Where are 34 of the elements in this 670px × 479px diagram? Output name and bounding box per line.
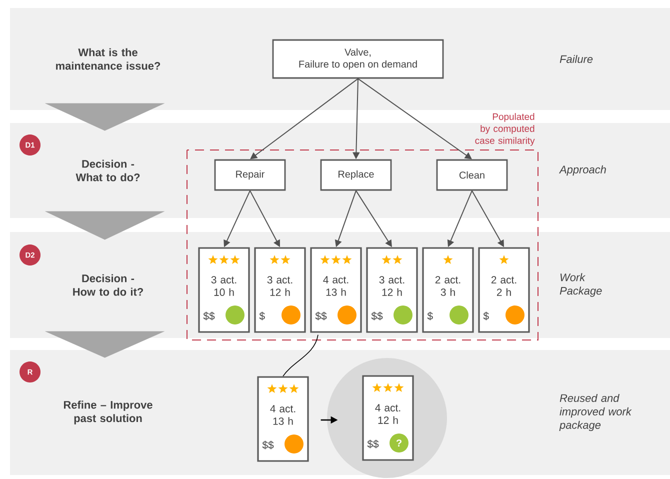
cost-label: $$ [367,440,379,448]
step-question: Refine – Improve past solution [64,400,152,424]
card-text: 4 act. 13 h [323,276,348,296]
process-box: Clean [436,159,508,191]
cost-label: $$ [203,312,215,320]
flow-chevron [44,103,165,131]
card-text: 2 act. 2 h [491,276,516,296]
cost-label: $$ [315,312,327,320]
step-label: Reused and improved work package [559,394,632,432]
card-text: 3 act. 12 h [267,276,292,296]
step-label: Work Package [560,273,602,297]
card-text: 4 act. 13 h [270,405,296,425]
process-box: Repair [214,159,286,191]
arrow [250,78,358,160]
process-box: Valve, Failure to open on demand [272,39,444,79]
card-text: 3 act. 12 h [379,276,404,296]
card-text: 4 act. 12 h [375,404,400,424]
cost-label: $$ [371,312,383,320]
cost-label: $ [259,312,265,320]
process-box: Replace [320,159,392,191]
step-question: Decision - What to do? [76,160,140,182]
flow-chevron [44,211,165,240]
cost-label: $ [483,312,489,320]
step-question: What is the maintenance issue? [56,48,160,70]
step-label: Approach [558,165,606,176]
step-label: Failure [560,54,593,64]
flow-chevron [44,331,165,358]
cost-label: $$ [262,440,274,450]
step-question: Decision - How to do it? [73,274,143,296]
arrow [358,78,472,160]
card-text: 3 act. 10 h [211,276,236,296]
cost-label: $ [427,312,433,320]
card-text: 2 act. 3 h [435,276,460,296]
region-note: Populated by computed case similarity [475,113,535,146]
